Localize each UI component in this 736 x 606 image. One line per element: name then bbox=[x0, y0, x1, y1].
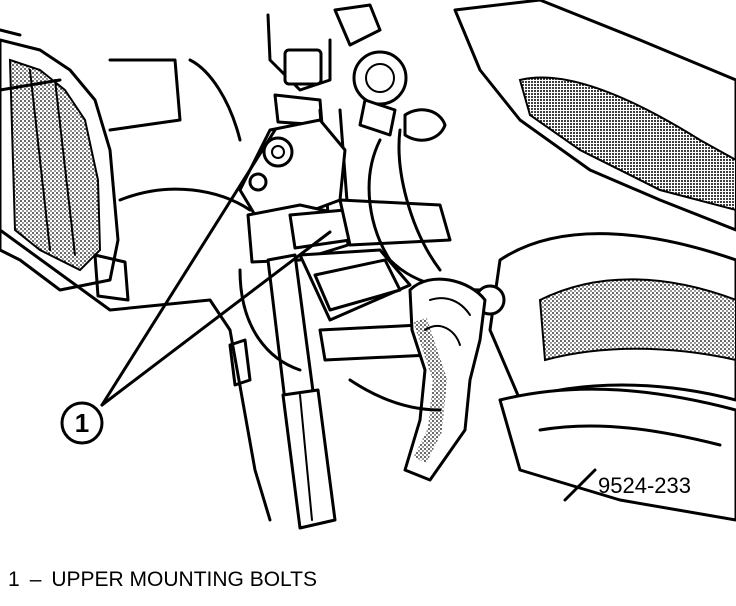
figure-id: 9524-233 bbox=[563, 468, 691, 502]
engine-component-drawing: 1 9524-233 bbox=[0, 0, 736, 530]
legend-item-separator: – bbox=[29, 568, 42, 591]
technician-hand bbox=[403, 277, 487, 482]
ratchet-wrench bbox=[246, 203, 352, 530]
technical-illustration: 1 9524-233 bbox=[0, 0, 736, 530]
callout-1: 1 bbox=[60, 401, 104, 445]
upper-components bbox=[266, 3, 447, 242]
legend-item-text: UPPER MOUNTING BOLTS bbox=[51, 568, 318, 591]
callout-leaders bbox=[100, 128, 332, 407]
figure-id-label: 9524-233 bbox=[598, 473, 691, 498]
callout-1-number: 1 bbox=[75, 408, 89, 438]
intake-hoses bbox=[453, 0, 736, 522]
electrical-connector bbox=[298, 128, 506, 362]
mounting-bracket bbox=[238, 118, 347, 217]
figure-legend: 1–UPPER MOUNTING BOLTS bbox=[8, 568, 317, 592]
legend-item-number: 1 bbox=[8, 568, 20, 591]
left-housing bbox=[0, 28, 130, 302]
